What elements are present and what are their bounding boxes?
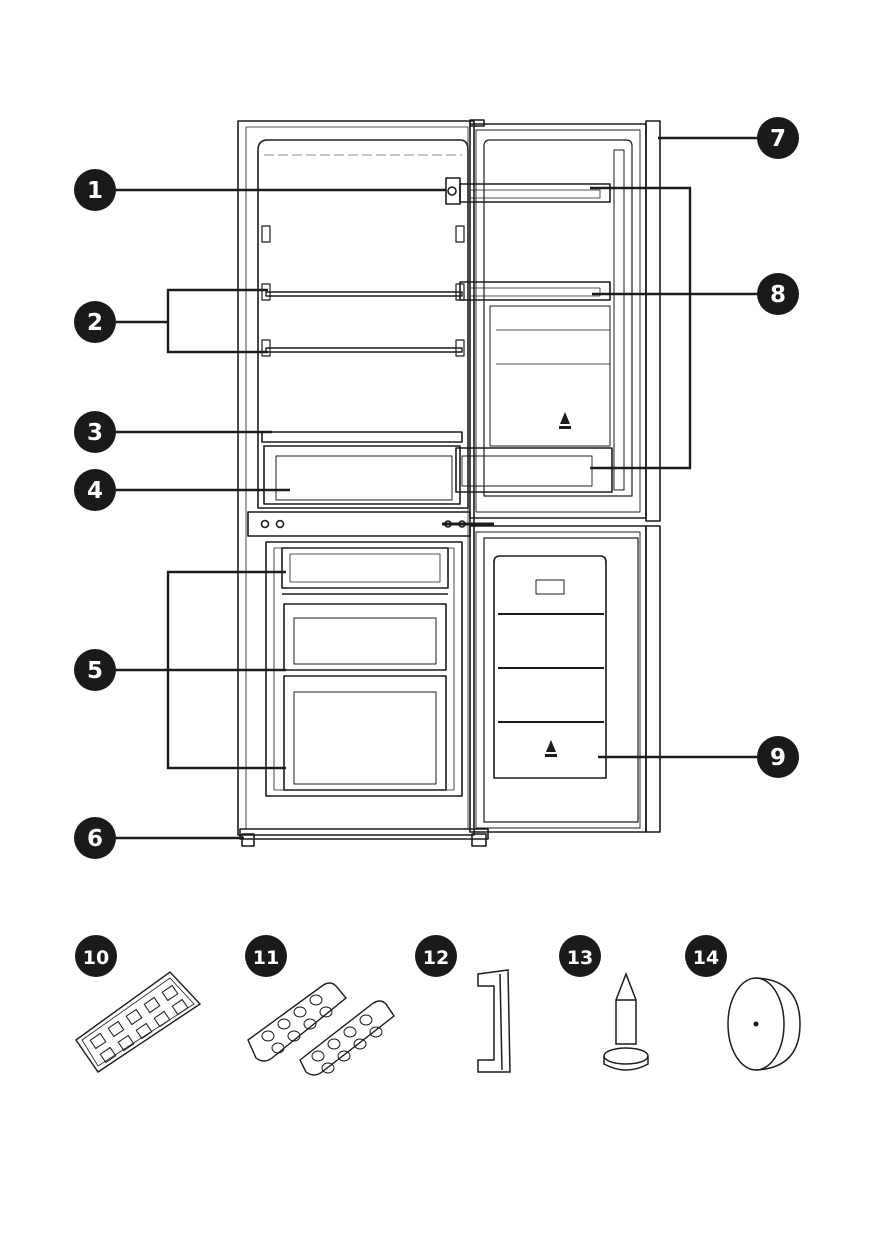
callout-4: 4 <box>74 469 116 511</box>
leader-lines <box>112 136 760 840</box>
callout-6: 6 <box>74 817 116 859</box>
callout-badge-circle <box>757 117 799 159</box>
callout-badge-circle <box>75 935 117 977</box>
callout-number: 1 <box>87 178 103 204</box>
ice-cube-tray-icon <box>75 971 202 1073</box>
freezer-star-symbol <box>545 412 571 757</box>
callout-badge-circle <box>415 935 457 977</box>
callout-13: 13 <box>559 935 601 977</box>
callout-number: 12 <box>423 947 449 969</box>
callout-number: 8 <box>770 282 786 308</box>
callout-badge-circle <box>559 935 601 977</box>
callout-number: 10 <box>83 947 109 969</box>
callout-5: 5 <box>74 649 116 691</box>
callout-number: 11 <box>253 947 279 969</box>
callout-8: 8 <box>757 273 799 315</box>
wall-spacer-icon <box>603 971 649 1071</box>
callout-badge-circle <box>685 935 727 977</box>
callout-badge-circle <box>74 411 116 453</box>
callout-number: 7 <box>770 126 786 152</box>
door-handle-icon <box>477 969 511 1073</box>
callout-badge-circle <box>74 301 116 343</box>
callout-number: 5 <box>87 658 103 684</box>
callout-badge-circle <box>74 169 116 211</box>
callout-14: 14 <box>685 935 727 977</box>
egg-tray-icon <box>247 982 395 1076</box>
callout-9: 9 <box>757 736 799 778</box>
callout-badge-circle <box>74 817 116 859</box>
callout-3: 3 <box>74 411 116 453</box>
callout-number: 14 <box>693 947 719 969</box>
callout-number: 3 <box>87 420 103 446</box>
callout-2: 2 <box>74 301 116 343</box>
callout-badge-circle <box>74 469 116 511</box>
fridge-freezer-outline <box>237 119 661 847</box>
callout-number: 13 <box>567 947 593 969</box>
callout-1: 1 <box>74 169 116 211</box>
callout-badge-circle <box>245 935 287 977</box>
callout-7: 7 <box>757 117 799 159</box>
callout-10: 10 <box>75 935 117 977</box>
callout-11: 11 <box>245 935 287 977</box>
callout-badge-circle <box>757 273 799 315</box>
callout-number: 4 <box>87 478 103 504</box>
callout-badge-circle <box>757 736 799 778</box>
callout-12: 12 <box>415 935 457 977</box>
hinge-cover-cap-icon <box>727 977 801 1071</box>
callout-badge-circle <box>74 649 116 691</box>
callout-number: 6 <box>87 826 103 852</box>
callout-number: 9 <box>770 745 786 771</box>
callout-number: 2 <box>87 310 103 336</box>
